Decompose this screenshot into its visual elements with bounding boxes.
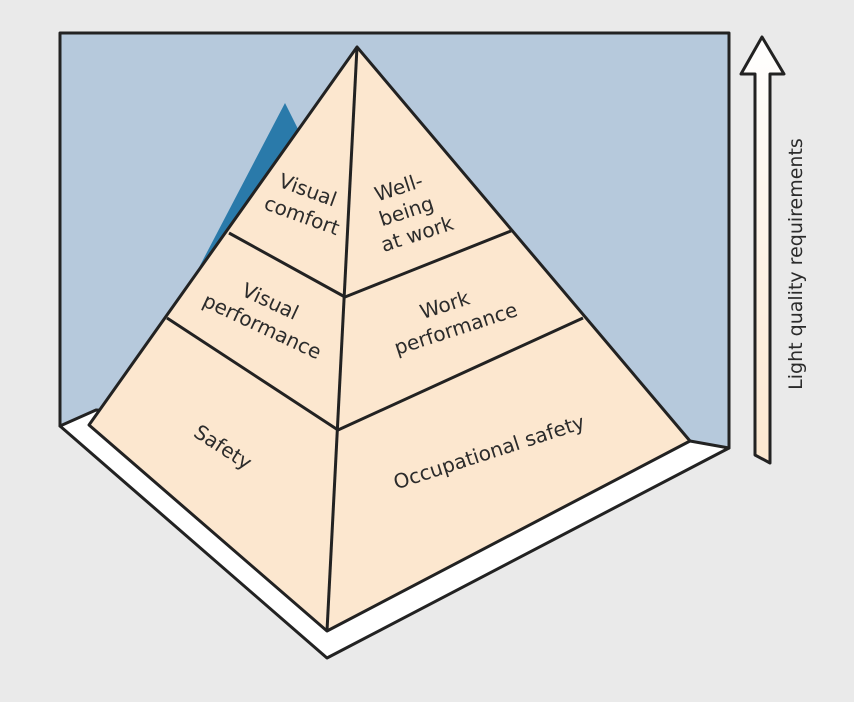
pyramid-left-face: [89, 47, 357, 631]
pyramid-right-face: [327, 47, 690, 631]
arrow-up-icon: [739, 35, 786, 465]
pyramid-ridge: [325, 46, 359, 632]
arrow-label: Light quality requirements: [785, 138, 807, 390]
